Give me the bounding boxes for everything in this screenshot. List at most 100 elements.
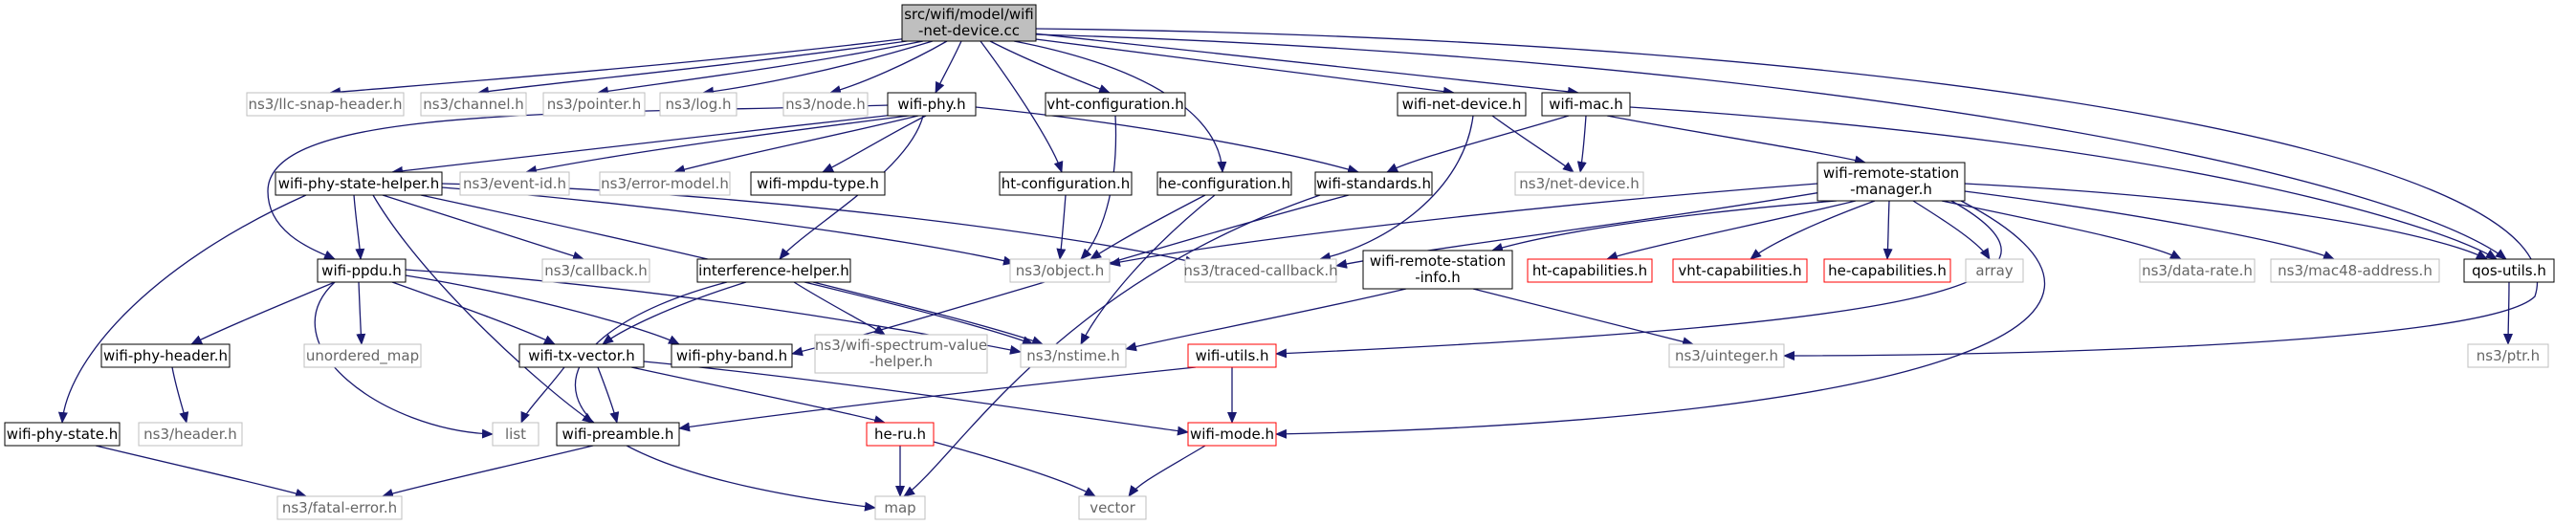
- node-header[interactable]: ns3/header.h: [138, 422, 243, 447]
- node-wifi-standards[interactable]: wifi-standards.h: [1314, 171, 1433, 196]
- edge-heru-vector: [933, 441, 1096, 497]
- edge-htconf-object: [1056, 194, 1067, 260]
- edge-rsm-info: [1491, 200, 1838, 252]
- node-map-label: map: [884, 499, 915, 516]
- node-wifi-preamble-label: wifi-preamble.h: [562, 426, 674, 443]
- node-vht-capabilities[interactable]: vht-capabilities.h: [1672, 258, 1808, 283]
- node-ptr[interactable]: ns3/ptr.h: [2467, 343, 2549, 368]
- node-ht-capabilities[interactable]: ht-capabilities.h: [1527, 258, 1653, 283]
- edge-wifimode-vector: [1128, 445, 1206, 497]
- node-qos-utils[interactable]: qos-utils.h: [2463, 258, 2555, 283]
- edge-mac-rsm: [1606, 115, 1866, 165]
- node-interference-helper[interactable]: interference-helper.h: [696, 258, 851, 283]
- node-wifi-phy-header[interactable]: wifi-phy-header.h: [100, 343, 231, 368]
- node-root[interactable]: src/wifi/model/wifi -net-device.cc: [901, 4, 1037, 42]
- node-llc-snap-header-label: ns3/llc-snap-header.h: [248, 96, 402, 113]
- node-wifi-spectrum-value-helper[interactable]: ns3/wifi-spectrum-value -helper.h: [814, 334, 988, 374]
- node-wifi-phy-state-helper[interactable]: wifi-phy-state-helper.h: [275, 171, 443, 196]
- node-he-capabilities[interactable]: he-capabilities.h: [1823, 258, 1951, 283]
- node-wifi-phy[interactable]: wifi-phy.h: [887, 92, 977, 117]
- node-wifi-mac[interactable]: wifi-mac.h: [1541, 92, 1631, 117]
- edge-root-vht: [989, 40, 1111, 94]
- node-wifi-net-device[interactable]: wifi-net-device.h: [1397, 92, 1527, 117]
- node-mac48-address-label: ns3/mac48-address.h: [2278, 262, 2433, 279]
- edge-wifiphy-statehelper: [391, 114, 895, 176]
- edge-netdev-netdevice: [1491, 115, 1574, 173]
- node-wifi-tx-vector-label: wifi-tx-vector.h: [528, 347, 635, 364]
- edge-heconf-nstime: [1080, 194, 1216, 345]
- node-wifi-remote-station-info[interactable]: wifi-remote-station -info.h: [1362, 250, 1513, 290]
- node-unordered-map[interactable]: unordered_map: [303, 343, 422, 368]
- node-channel-label: ns3/channel.h: [423, 96, 524, 113]
- edge-rsm-datarate: [1941, 200, 2182, 260]
- node-he-ru-label: he-ru.h: [874, 426, 926, 443]
- node-wifi-ppdu-label: wifi-ppdu.h: [321, 262, 402, 279]
- node-net-device[interactable]: ns3/net-device.h: [1514, 171, 1644, 196]
- edge-statehelper-ppdu: [353, 194, 365, 260]
- edge-txvector-preamble: [597, 366, 620, 424]
- edge-mac-netdevice: [1576, 115, 1587, 173]
- node-wifi-utils[interactable]: wifi-utils.h: [1187, 343, 1277, 368]
- node-channel[interactable]: ns3/channel.h: [420, 92, 527, 117]
- node-vht-configuration-label: vht-configuration.h: [1046, 96, 1183, 113]
- edge-statehelper-object: [441, 186, 1015, 266]
- node-wifi-tx-vector[interactable]: wifi-tx-vector.h: [518, 343, 645, 368]
- node-wifi-spectrum-value-helper-label-line2: -helper.h: [870, 353, 933, 370]
- node-wifi-preamble[interactable]: wifi-preamble.h: [556, 422, 680, 447]
- edge-preamble-fatal: [382, 445, 594, 498]
- edge-ppdu-list: [314, 281, 494, 439]
- node-traced-callback[interactable]: ns3/traced-callback.h: [1183, 258, 1338, 283]
- node-pointer-label: ns3/pointer.h: [547, 96, 641, 113]
- node-ht-configuration[interactable]: ht-configuration.h: [999, 171, 1133, 196]
- node-fatal-error-label: ns3/fatal-error.h: [282, 499, 397, 516]
- node-list[interactable]: list: [492, 422, 539, 447]
- node-he-configuration-label: he-configuration.h: [1158, 175, 1290, 192]
- node-vht-configuration[interactable]: vht-configuration.h: [1045, 92, 1186, 117]
- node-event-id[interactable]: ns3/event-id.h: [459, 171, 570, 196]
- node-array-label: array: [1975, 262, 2013, 279]
- edge-info-nstime: [1125, 288, 1407, 352]
- node-wifi-mode[interactable]: wifi-mode.h: [1187, 422, 1277, 447]
- node-event-id-label: ns3/event-id.h: [463, 175, 566, 192]
- node-wifi-net-device-label: wifi-net-device.h: [1402, 96, 1522, 113]
- edge-rsm-array: [1912, 200, 1991, 260]
- node-array[interactable]: array: [1965, 258, 2024, 283]
- node-log[interactable]: ns3/log.h: [659, 92, 738, 117]
- node-wifi-remote-station-manager-label-line2: -manager.h: [1850, 181, 1932, 198]
- node-object[interactable]: ns3/object.h: [1009, 258, 1111, 283]
- node-map[interactable]: map: [874, 495, 926, 520]
- edge-rsm-qos: [1964, 183, 2488, 260]
- edge-interf-nstime: [812, 281, 1044, 345]
- node-mac48-address[interactable]: ns3/mac48-address.h: [2270, 258, 2440, 283]
- node-wifi-phy-band[interactable]: wifi-phy-band.h: [671, 343, 793, 368]
- node-vector[interactable]: vector: [1078, 495, 1147, 520]
- edge-mac-standards: [1386, 115, 1570, 173]
- node-nstime[interactable]: ns3/nstime.h: [1020, 343, 1127, 368]
- edge-vhtconf-object: [1080, 115, 1117, 260]
- node-wifi-standards-label: wifi-standards.h: [1316, 175, 1431, 192]
- edge-root-qosutils: [1035, 33, 2507, 260]
- edge-txvector-wifimode: [643, 361, 1189, 436]
- node-data-rate[interactable]: ns3/data-rate.h: [2139, 258, 2256, 283]
- node-wifi-phy-state[interactable]: wifi-phy-state.h: [4, 422, 121, 447]
- node-pointer[interactable]: ns3/pointer.h: [542, 92, 646, 117]
- node-vht-capabilities-label: vht-capabilities.h: [1678, 262, 1801, 279]
- node-fatal-error[interactable]: ns3/fatal-error.h: [276, 495, 403, 520]
- node-ht-configuration-label: ht-configuration.h: [1002, 175, 1131, 192]
- edge-root-log: [702, 40, 934, 97]
- node-llc-snap-header[interactable]: ns3/llc-snap-header.h: [246, 92, 405, 117]
- node-node[interactable]: ns3/node.h: [782, 92, 869, 117]
- edge-ppdu-band: [405, 274, 680, 345]
- node-wifi-remote-station-manager[interactable]: wifi-remote-station -manager.h: [1816, 162, 1966, 202]
- node-he-ru[interactable]: he-ru.h: [866, 422, 935, 447]
- node-wifi-mpdu-type[interactable]: wifi-mpdu-type.h: [750, 171, 886, 196]
- node-error-model[interactable]: ns3/error-model.h: [599, 171, 731, 196]
- node-wifi-ppdu[interactable]: wifi-ppdu.h: [317, 258, 407, 283]
- edge-wifiphy-mpdu: [822, 115, 927, 173]
- node-he-configuration[interactable]: he-configuration.h: [1156, 171, 1292, 196]
- node-uinteger[interactable]: ns3/uinteger.h: [1668, 343, 1785, 368]
- edge-rsm-wifimode: [1275, 200, 2045, 439]
- node-wifi-remote-station-info-label-line1: wifi-remote-station: [1370, 252, 1506, 270]
- node-unordered-map-label: unordered_map: [306, 347, 419, 365]
- node-callback[interactable]: ns3/callback.h: [541, 258, 650, 283]
